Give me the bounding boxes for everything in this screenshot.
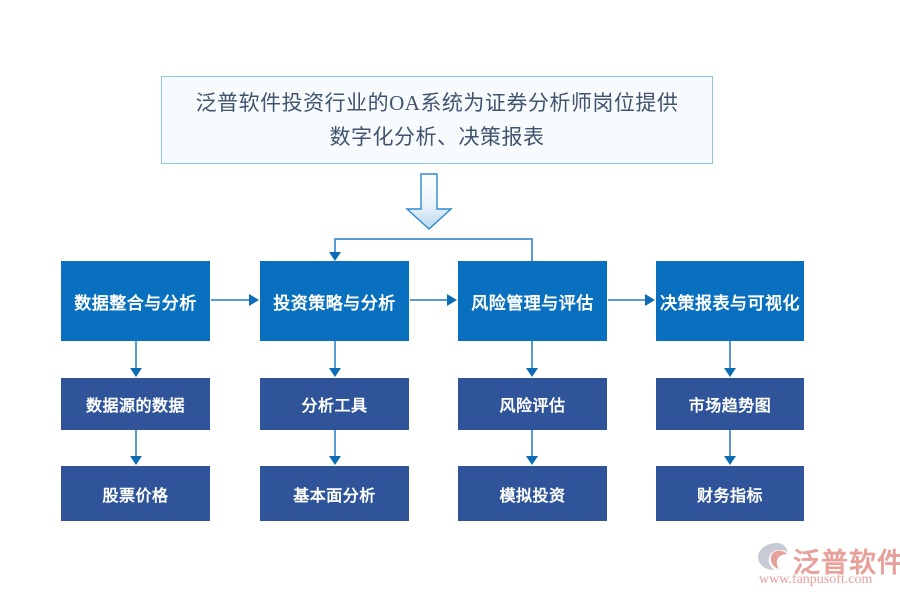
arrow-head-strategy-to-risk [447,294,457,306]
bracket-left-arrowhead [329,252,341,261]
arrow-line-strategy-down-1 [334,341,336,369]
arrow-line-risk-down-2 [531,430,533,457]
big-down-arrow-icon [405,173,453,230]
fanpu-logo-mark-icon [758,543,788,570]
arrow-head-data-to-strategy [249,294,259,306]
fanpu-logo: 泛普软件 www.fanpusoft.com [757,541,900,591]
arrow-head-data-down-2 [130,456,142,465]
node-decision-report[interactable]: 决策报表与可视化 [656,261,804,341]
arrow-head-report-down-2 [724,456,736,465]
bracket-horizontal-line [334,238,533,240]
node-investment-strategy[interactable]: 投资策略与分析 [260,261,409,341]
arrow-line-strategy-to-risk [410,299,448,301]
node-financial-indicators[interactable]: 财务指标 [656,466,804,521]
arrow-line-strategy-down-2 [334,430,336,457]
arrow-head-strategy-down-2 [329,456,341,465]
node-data-integration[interactable]: 数据整合与分析 [61,261,210,341]
arrow-line-data-down-2 [135,430,137,457]
node-data-sources[interactable]: 数据源的数据 [61,378,210,430]
arrow-head-risk-down-1 [526,368,538,377]
title-text: 泛普软件投资行业的OA系统为证券分析师岗位提供 数字化分析、决策报表 [178,86,697,154]
node-simulated-investment[interactable]: 模拟投资 [458,466,607,521]
node-risk-assessment[interactable]: 风险评估 [458,378,607,430]
arrow-head-strategy-down-1 [329,368,341,377]
node-fundamental-analysis[interactable]: 基本面分析 [260,466,409,521]
bracket-right-stem [531,238,533,262]
fanpu-logo-url: www.fanpusoft.com [759,572,873,587]
node-analysis-tools[interactable]: 分析工具 [260,378,409,430]
arrow-head-data-down-1 [130,368,142,377]
arrow-head-risk-down-2 [526,456,538,465]
title-line-2: 数字化分析、决策报表 [329,125,545,149]
title-banner: 泛普软件投资行业的OA系统为证券分析师岗位提供 数字化分析、决策报表 [161,76,713,164]
arrow-line-data-down-1 [135,341,137,369]
node-stock-price[interactable]: 股票价格 [61,466,210,521]
arrow-line-data-to-strategy [211,299,250,301]
arrow-head-risk-to-report [645,294,655,306]
bracket-left-stem [334,238,336,254]
arrow-line-report-down-2 [729,430,731,457]
arrow-line-risk-to-report [608,299,646,301]
fanpu-logo-text: 泛普软件 [793,548,900,579]
arrow-line-report-down-1 [729,341,731,369]
node-market-trend-chart[interactable]: 市场趋势图 [656,378,804,430]
arrow-line-risk-down-1 [531,341,533,369]
node-risk-management[interactable]: 风险管理与评估 [458,261,607,341]
title-line-1: 泛普软件投资行业的OA系统为证券分析师岗位提供 [195,91,679,115]
arrow-head-report-down-1 [724,368,736,377]
